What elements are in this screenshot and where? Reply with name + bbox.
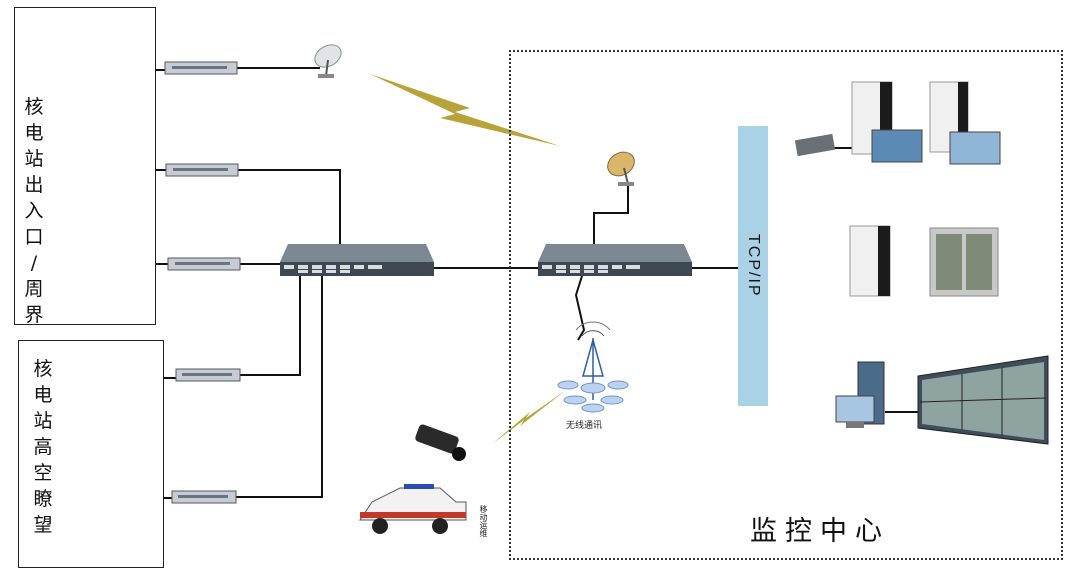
- high-altitude-lookout-group: [18, 340, 164, 568]
- entrance-label-char: 口: [24, 226, 44, 248]
- server-tower-3-icon: [849, 225, 891, 297]
- mobile-ops-label: 移动运维: [478, 505, 489, 537]
- lookout-label-char: 核: [33, 358, 53, 380]
- police-car-icon: [359, 484, 467, 534]
- entrance-perimeter-group: [14, 7, 156, 325]
- small-switch-3: [167, 257, 241, 271]
- wireless-comm-label: 无线通讯: [566, 421, 603, 431]
- small-switch-4: [175, 368, 241, 382]
- lookout-label-char: 站: [33, 410, 53, 432]
- lookout-label-char: 电: [33, 384, 53, 406]
- core-switch-left: [280, 244, 434, 276]
- video-wall-icon: [917, 355, 1049, 445]
- high-altitude-lookout-label: 核电站高空瞭望: [30, 356, 56, 538]
- wireless-tower-icon: [557, 321, 629, 413]
- tcp-ip-label-wrap: TCP/IP: [738, 126, 768, 406]
- entrance-label-char: 站: [24, 148, 44, 170]
- lookout-label-char: 高: [33, 436, 53, 458]
- mobile-ops-text: 移动运维: [479, 505, 488, 537]
- entrance-label-char: 核: [24, 96, 44, 118]
- small-switch-2: [165, 163, 239, 177]
- mobile-link-lightning: [492, 390, 566, 444]
- entrance-label-char: 周: [24, 278, 44, 300]
- lookout-label-char: 望: [33, 514, 53, 536]
- core-switch-right: [538, 244, 692, 276]
- entrance-label-char: 界: [24, 304, 44, 326]
- entrance-label-char: 出: [24, 174, 44, 196]
- small-switch-1: [164, 61, 238, 75]
- entrance-label-char: 电: [24, 122, 44, 144]
- wireless-link-lightning: [370, 74, 560, 146]
- monitor-2-icon: [949, 131, 1001, 165]
- monitor-1-icon: [871, 129, 923, 163]
- monitoring-center-title: 监控中心: [750, 516, 890, 547]
- satellite-dish-center-icon: [607, 151, 635, 186]
- tcp-ip-label: TCP/IP: [745, 234, 762, 298]
- satellite-dish-icon: [314, 44, 342, 78]
- handheld-thermal-camera-icon: [415, 424, 466, 461]
- entrance-perimeter-label: 核电站出入口 / 周界: [21, 94, 47, 328]
- entrance-label-char: /: [30, 252, 38, 274]
- tcp-ip-backbone-bar: [738, 126, 768, 406]
- lookout-label-char: 瞭: [33, 488, 53, 510]
- entrance-label-char: 入: [24, 200, 44, 222]
- monitoring-center-region: [509, 50, 1063, 560]
- decoder-card-icon: [794, 133, 836, 157]
- storage-array-icon: [929, 227, 999, 297]
- connection-lines: [105, 67, 920, 499]
- small-switch-5: [171, 490, 237, 504]
- workstation-icon: [835, 361, 885, 428]
- lookout-label-char: 空: [33, 462, 53, 484]
